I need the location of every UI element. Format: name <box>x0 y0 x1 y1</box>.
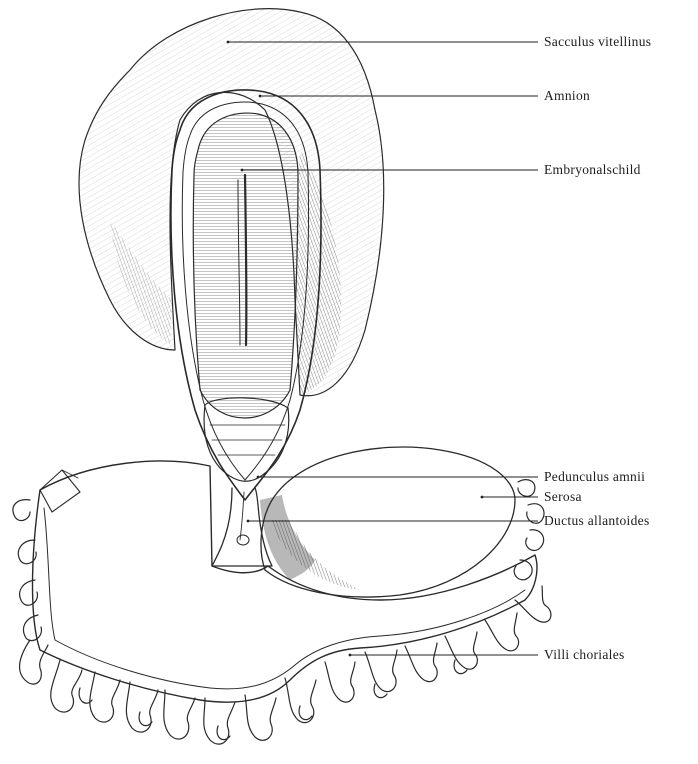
label-ductus-allantoides: Ductus allantoides <box>544 513 650 528</box>
label-sacculus-vitellinus: Sacculus vitellinus <box>544 34 651 49</box>
label-pedunculus-amnii: Pedunculus amnii <box>544 469 645 484</box>
label-serosa: Serosa <box>544 489 582 504</box>
label-embryonalschild: Embryonalschild <box>544 162 641 177</box>
serosa-disc <box>260 447 515 597</box>
label-villi-choriales: Villi choriales <box>544 647 625 662</box>
embryonic-shield <box>193 113 298 481</box>
label-amnion: Amnion <box>544 88 590 103</box>
labels: Sacculus vitellinus Amnion Embryonalschi… <box>544 34 651 662</box>
